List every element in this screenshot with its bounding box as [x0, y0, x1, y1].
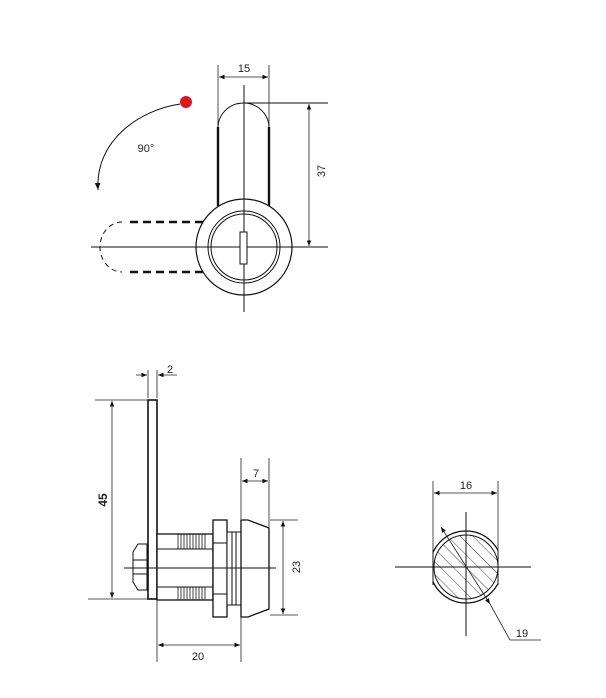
- width-label: 15: [238, 63, 250, 75]
- rotation-label: 90°: [138, 143, 155, 155]
- section-view: 16 19: [395, 480, 541, 641]
- plate-thickness-label: 2: [167, 364, 173, 376]
- cam-arm-rotated: [125, 220, 203, 274]
- height-label: 37: [316, 165, 328, 177]
- flat-width-label: 16: [460, 480, 472, 492]
- cap-length-label: 7: [253, 468, 259, 480]
- lock-body: [156, 533, 214, 601]
- front-view: 15 37 90°: [91, 63, 328, 312]
- red-marker-dot: [180, 96, 192, 108]
- rotation-arrow: [94, 103, 181, 191]
- side-view: 2 45 7 23 20: [88, 364, 303, 663]
- diameter-label: 19: [516, 628, 528, 640]
- diameter-leader: [440, 526, 491, 605]
- cam-arm-top: [217, 102, 270, 129]
- cap-diameter-label: 23: [291, 561, 303, 573]
- key-slot: [239, 231, 248, 265]
- fixing-nut: [132, 543, 148, 591]
- plate-height-label: 45: [96, 493, 110, 507]
- body-length-label: 20: [192, 651, 204, 663]
- cam-plate: [147, 399, 158, 600]
